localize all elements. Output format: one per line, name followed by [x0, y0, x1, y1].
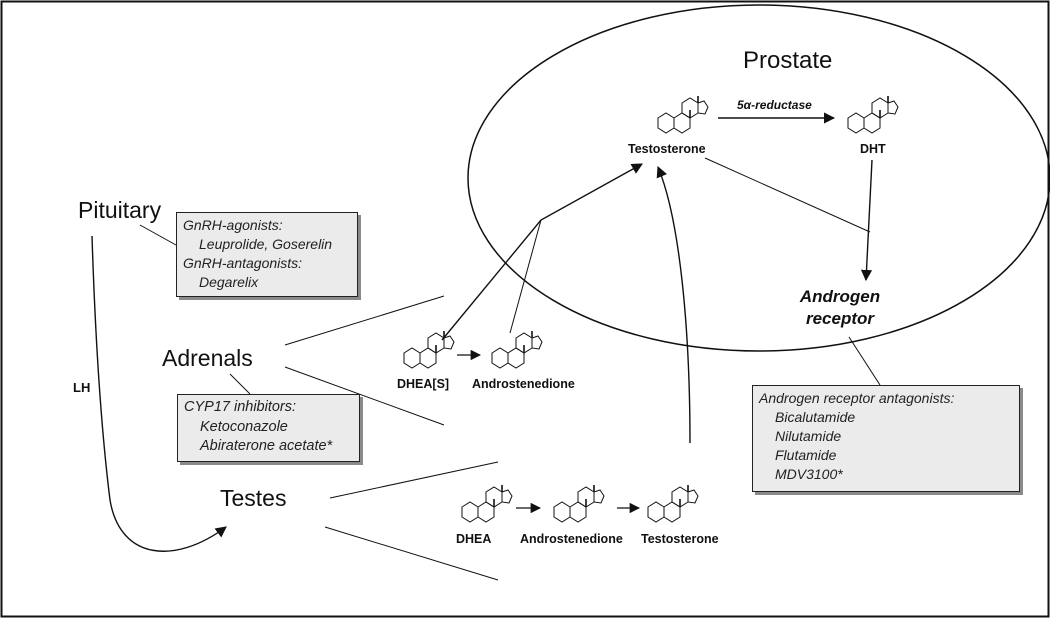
- androstenedione-label-testes: Androstenedione: [520, 532, 623, 546]
- reductase-label: 5α-reductase: [737, 98, 812, 112]
- dht-label: DHT: [860, 142, 886, 156]
- adrenals-line-upper: [284, 295, 445, 346]
- cyp17-item: Abiraterone acetate*: [200, 438, 333, 454]
- gnrh-agonists-heading: GnRH-agonists:: [183, 217, 283, 233]
- androstenedione-structure-adrenal: [491, 330, 543, 369]
- lh-label: LH: [73, 380, 90, 395]
- ar-antagonist-item: Nilutamide: [775, 428, 842, 444]
- receptor-box-connector: [848, 336, 881, 386]
- androgen-receptor-label: Androgen: [799, 287, 880, 306]
- lh-arrow: [91, 235, 227, 552]
- dhea-s-label: DHEA[S]: [397, 377, 449, 391]
- adrenals-label: Adrenals: [162, 345, 253, 371]
- cyp17-drug-box: CYP17 inhibitors: Ketoconazole Abiratero…: [177, 394, 360, 462]
- prostate-boundary: [467, 4, 1050, 352]
- pituitary-box-connector: [139, 224, 177, 246]
- androstenedione-junction-line: [509, 219, 542, 334]
- dhea-label: DHEA: [456, 532, 491, 546]
- gnrh-drug-box: GnRH-agonists: Leuprolide, Goserelin GnR…: [176, 212, 358, 297]
- testes-line-upper: [329, 461, 499, 499]
- adrenals-box-connector: [229, 373, 251, 395]
- cyp17-item: Ketoconazole: [200, 418, 288, 435]
- ar-antagonist-item: Flutamide: [775, 447, 837, 463]
- ar-antagonist-item: MDV3100*: [775, 466, 843, 482]
- pituitary-label: Pituitary: [78, 197, 162, 223]
- androstenedione-label-adrenal: Androstenedione: [472, 377, 575, 391]
- androgen-receptor-label-line2: receptor: [806, 309, 875, 328]
- dht-receptor-arrow: [860, 159, 873, 282]
- gnrh-antagonists-heading: GnRH-antagonists:: [183, 255, 303, 271]
- gnrh-agonists-list: Leuprolide, Goserelin: [199, 236, 333, 252]
- testes-label: Testes: [220, 485, 286, 511]
- ar-antagonist-item: Bicalutamide: [775, 409, 856, 425]
- adrenals-line-lower: [284, 366, 445, 426]
- testosterone-receptor-line: [704, 157, 871, 233]
- cyp17-heading: CYP17 inhibitors:: [184, 399, 297, 415]
- testosterone-label-testes: Testosterone: [641, 532, 719, 546]
- testes-line-lower: [324, 526, 499, 581]
- adrenal-testosterone-arrow: [441, 163, 643, 341]
- testosterone-structure-prostate: [657, 95, 709, 134]
- prostate-label: Prostate: [743, 47, 832, 74]
- dhea-structure: [461, 484, 513, 523]
- testicular-testosterone-arrow: [656, 165, 691, 444]
- testosterone-label-prostate: Testosterone: [628, 142, 706, 156]
- testosterone-structure-testes: [647, 484, 699, 523]
- androstenedione-structure-testes: [553, 484, 605, 523]
- dhea-s-structure: [403, 330, 455, 369]
- ar-antagonists-heading: Androgen receptor antagonists:: [759, 390, 955, 406]
- gnrh-antagonists-list: Degarelix: [199, 274, 259, 290]
- ar-antagonists-drug-box: Androgen receptor antagonists: Bicalutam…: [752, 385, 1020, 492]
- dht-structure: [847, 95, 899, 134]
